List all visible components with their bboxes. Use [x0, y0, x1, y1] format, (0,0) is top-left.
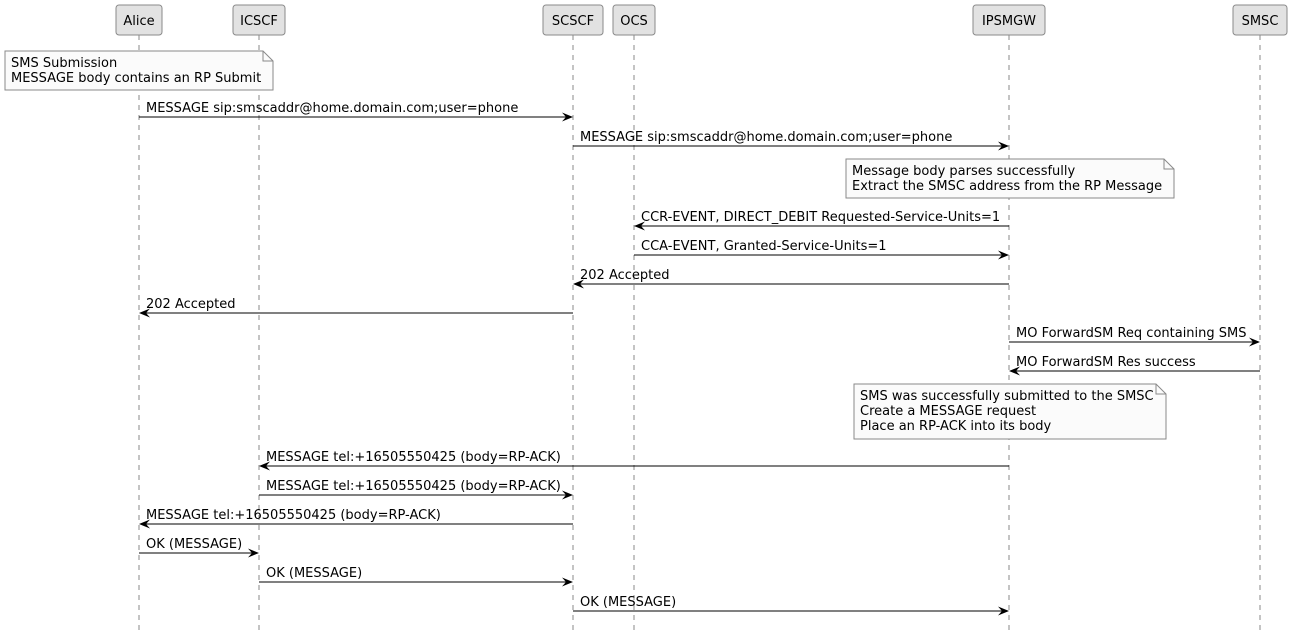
note-box — [853, 383, 1167, 440]
participant-box — [232, 4, 286, 36]
message: CCR-EVENT, DIRECT_DEBIT Requested-Servic… — [634, 210, 1009, 231]
message: MESSAGE tel:+16505550425 (body=RP-ACK) — [259, 450, 1009, 471]
message: MESSAGE sip:smscaddr@home.domain.com;use… — [573, 130, 1009, 151]
note-box — [4, 50, 274, 91]
message-label: OK (MESSAGE) — [266, 566, 362, 581]
participant-label: OCS — [620, 14, 648, 29]
arrow-head — [1249, 337, 1260, 347]
message: OK (MESSAGE) — [139, 537, 259, 558]
arrow-head — [634, 221, 645, 231]
arrow-head — [573, 279, 584, 289]
participant-alice: Alice — [115, 4, 163, 36]
message-label: OK (MESSAGE) — [580, 595, 676, 610]
participant-label: IPSMGW — [982, 14, 1036, 29]
participant-box — [972, 4, 1046, 36]
note-line: Message body parses successfully — [852, 164, 1076, 179]
arrow-head — [998, 141, 1009, 151]
message: MESSAGE sip:smscaddr@home.domain.com;use… — [139, 101, 573, 122]
participant-scscf: SCSCF — [542, 4, 604, 36]
message-label: MESSAGE sip:smscaddr@home.domain.com;use… — [146, 101, 518, 116]
note-line: Extract the SMSC address from the RP Mes… — [852, 179, 1162, 194]
arrow-head — [562, 577, 573, 587]
arrow-head — [259, 461, 270, 471]
message-label: CCR-EVENT, DIRECT_DEBIT Requested-Servic… — [641, 210, 1000, 225]
participant-label: ICSCF — [240, 14, 278, 29]
participant-label: SMSC — [1242, 14, 1279, 29]
message-label: 202 Accepted — [146, 297, 236, 312]
note-line: Place an RP-ACK into its body — [860, 419, 1052, 434]
note-line: Create a MESSAGE request — [860, 404, 1036, 419]
message: MESSAGE tel:+16505550425 (body=RP-ACK) — [259, 479, 573, 500]
note-line: MESSAGE body contains an RP Submit — [11, 71, 261, 86]
message: 202 Accepted — [573, 268, 1009, 289]
participant-ocs: OCS — [612, 4, 656, 36]
note-box — [845, 158, 1175, 199]
arrow-head — [998, 606, 1009, 616]
message-label: MESSAGE tel:+16505550425 (body=RP-ACK) — [146, 508, 441, 523]
arrow-head — [1009, 366, 1020, 376]
participant-label: SCSCF — [552, 14, 594, 29]
note-fold — [262, 51, 273, 62]
arrow-head — [562, 490, 573, 500]
message: 202 Accepted — [139, 297, 573, 318]
note: Message body parses successfullyExtract … — [845, 158, 1175, 199]
participant-icscf: ICSCF — [232, 4, 286, 36]
message: CCA-EVENT, Granted-Service-Units=1 — [634, 239, 1009, 260]
message-label: MESSAGE tel:+16505550425 (body=RP-ACK) — [266, 479, 561, 494]
message-label: OK (MESSAGE) — [146, 537, 242, 552]
note: SMS was successfully submitted to the SM… — [853, 383, 1167, 440]
arrow-head — [139, 519, 150, 529]
participant-box — [115, 4, 163, 36]
message-label: MESSAGE tel:+16505550425 (body=RP-ACK) — [266, 450, 561, 465]
participant-box — [612, 4, 656, 36]
arrow-head — [139, 308, 150, 318]
arrow-head — [562, 112, 573, 122]
message: OK (MESSAGE) — [573, 595, 1009, 616]
participant-label: Alice — [123, 14, 154, 29]
message-label: MO ForwardSM Req containing SMS — [1016, 326, 1247, 341]
note-line: SMS Submission — [11, 56, 117, 71]
message: MESSAGE tel:+16505550425 (body=RP-ACK) — [139, 508, 573, 529]
participant-ipsmgw: IPSMGW — [972, 4, 1046, 36]
message: MO ForwardSM Res success — [1009, 355, 1260, 376]
message: OK (MESSAGE) — [259, 566, 573, 587]
participant-box — [1232, 4, 1288, 36]
message-label: 202 Accepted — [580, 268, 670, 283]
note-fold — [1163, 159, 1174, 170]
note-line: SMS was successfully submitted to the SM… — [860, 389, 1154, 404]
message-label: MO ForwardSM Res success — [1016, 355, 1196, 370]
message: MO ForwardSM Req containing SMS — [1009, 326, 1260, 347]
arrow-head — [998, 250, 1009, 260]
message-label: CCA-EVENT, Granted-Service-Units=1 — [641, 239, 887, 254]
participant-box — [542, 4, 604, 36]
participants: Alice ICSCF SCSCF OCS IPSMGW SMSC — [115, 4, 1288, 36]
note-fold — [1155, 384, 1166, 395]
message-label: MESSAGE sip:smscaddr@home.domain.com;use… — [580, 130, 952, 145]
participant-smsc: SMSC — [1232, 4, 1288, 36]
arrow-head — [248, 548, 259, 558]
